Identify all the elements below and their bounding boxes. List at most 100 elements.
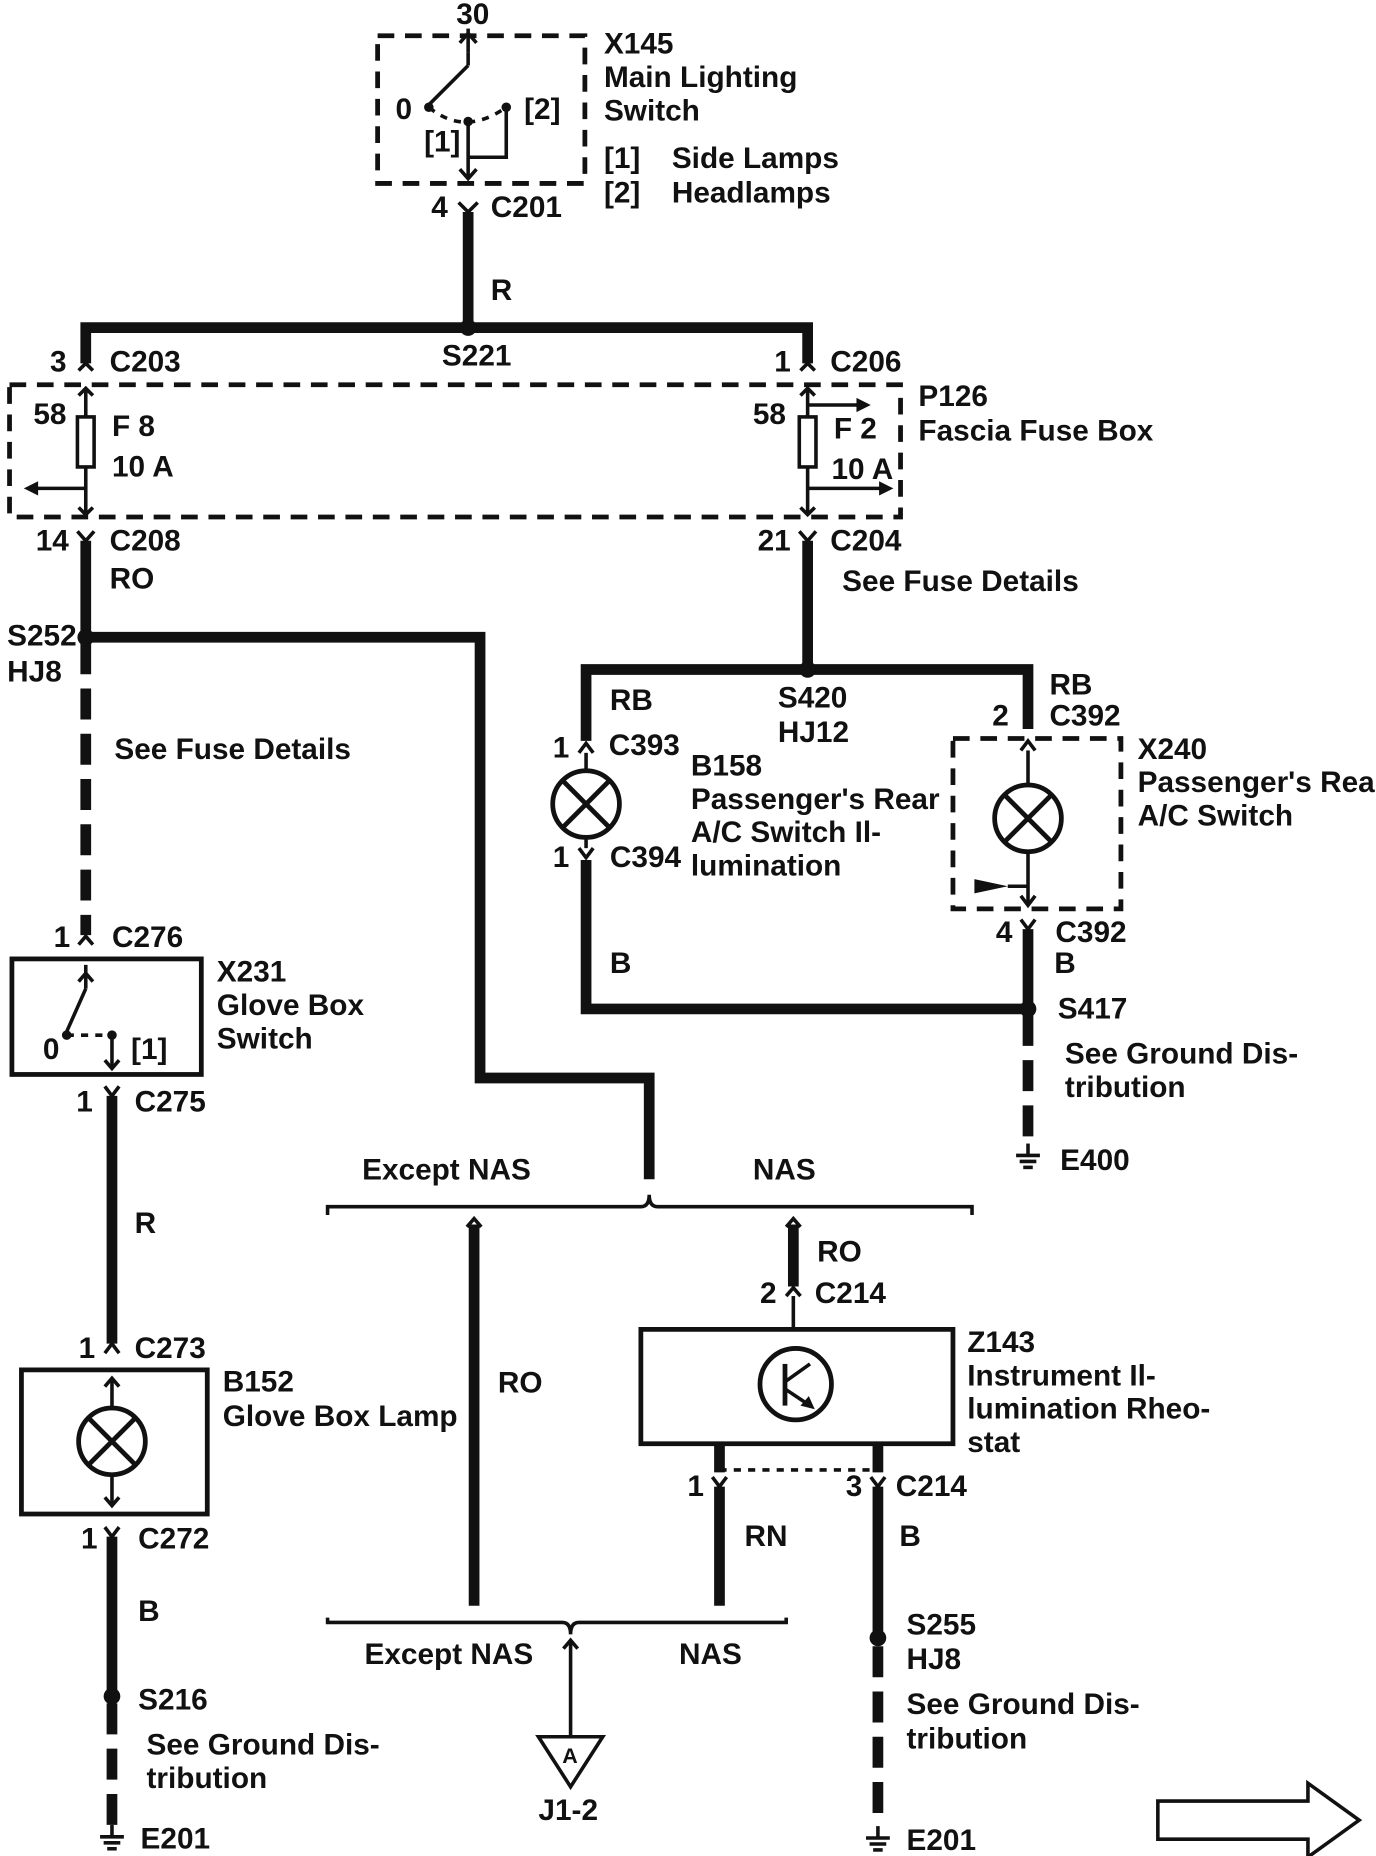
switch-x240: 2 C392 4 C392 X240 Passenger's Rear A/C … — [950, 699, 1376, 949]
c208-pin: 14 — [36, 524, 70, 557]
c206-label: C206 — [830, 346, 901, 379]
fuse-f8-pin: 58 — [33, 398, 66, 431]
c393-pin: 1 — [553, 732, 570, 765]
c276-label: C276 — [112, 921, 183, 954]
triangle-ref-icon — [535, 1734, 607, 1791]
ground-e201-left-icon — [100, 1824, 124, 1851]
c201-label: C201 — [491, 191, 562, 224]
connector-c214-top-icon — [784, 1284, 802, 1298]
splice-s417-label: S417 — [1058, 992, 1128, 1025]
connector-c393-icon — [577, 740, 595, 754]
glove-lamp-id: B152 — [223, 1365, 294, 1398]
note-fuse-details-left: See Fuse Details — [114, 733, 351, 766]
main-switch-pin-top: 30 — [456, 0, 489, 31]
connector-c206-icon — [799, 360, 817, 372]
ground-e201-left-label: E201 — [141, 1823, 211, 1856]
wire-s252-to-nas — [85, 631, 655, 1180]
c392-bottom-label: C392 — [1055, 916, 1126, 949]
main-switch-name-1: Main Lighting — [604, 61, 797, 94]
ground-e201-right-icon — [866, 1826, 890, 1852]
branch-bracket-upper — [325, 1194, 974, 1216]
connector-c208-icon — [76, 530, 96, 544]
c276-pin: 1 — [54, 921, 71, 954]
splice-s417 — [1019, 1000, 1037, 1018]
bus-s221 — [80, 322, 813, 364]
wire-b-s417-label: B — [1054, 947, 1076, 980]
wire-b-right-label: B — [610, 947, 632, 980]
glove-box-lamp: B152 Glove Box Lamp — [19, 1365, 458, 1517]
fuse-f2-rating: 10 A — [831, 453, 893, 486]
fuse-f2-pin: 58 — [753, 398, 786, 431]
c394-pin: 1 — [553, 841, 570, 874]
rheostat-name-2: lumination Rheo- — [967, 1393, 1210, 1426]
wire-rn-label: RN — [745, 1520, 788, 1553]
ground-e400-icon — [1016, 1143, 1040, 1170]
splice-s252-label: S252 — [7, 620, 77, 653]
splice-s221-label: S221 — [442, 340, 512, 373]
next-page-arrow-icon[interactable] — [1156, 1779, 1363, 1856]
x240-box — [950, 736, 1124, 912]
note-ground-s255-2: tribution — [907, 1723, 1028, 1756]
ground-e201-right-label: E201 — [907, 1824, 977, 1856]
arrow-left-icon — [23, 481, 39, 496]
note-ground-s417-1: See Ground Dis- — [1065, 1038, 1298, 1071]
branch-upper-nas: NAS — [753, 1153, 816, 1186]
c214-bottom-label: C214 — [896, 1470, 968, 1503]
connector-c203-icon — [77, 360, 95, 372]
main-lighting-switch: 30 0 [1] [2] X145 Main Lighting Switch [… — [375, 0, 839, 224]
connector-ref-marker: A — [562, 1744, 577, 1768]
switch-pos-1: [1] — [424, 125, 460, 158]
note-ground-s255-1: See Ground Dis- — [907, 1688, 1140, 1721]
connector-c204-icon — [797, 530, 818, 544]
note-ground-s216-1: See Ground Dis- — [147, 1729, 380, 1762]
note-ground-s417-2: tribution — [1065, 1071, 1186, 1104]
main-switch-name-2: Switch — [604, 94, 700, 127]
c272-pin: 1 — [81, 1523, 98, 1556]
connector-c275-icon — [103, 1085, 121, 1099]
connector-c272-icon — [103, 1526, 121, 1540]
legend-2-value: Headlamps — [672, 177, 831, 210]
connector-c201-icon — [457, 201, 479, 215]
connector-c276-icon — [77, 933, 95, 946]
main-switch-box — [375, 33, 588, 186]
note-ground-s216-2: tribution — [147, 1762, 268, 1795]
glove-switch-id: X231 — [217, 956, 287, 989]
connector-c273-icon — [103, 1340, 121, 1355]
splice-s255 — [869, 1629, 887, 1647]
connector-c394-icon — [577, 847, 595, 861]
branch-lower-nas: NAS — [679, 1638, 742, 1671]
rheostat-id: Z143 — [967, 1326, 1035, 1359]
c273-pin: 1 — [79, 1332, 96, 1365]
splice-s221 — [459, 319, 477, 336]
c275-label: C275 — [135, 1085, 206, 1118]
c203-pin: 3 — [50, 346, 67, 379]
main-switch-id: X145 — [604, 28, 674, 61]
branch-upper-except: Except NAS — [362, 1153, 531, 1186]
wire-b-glove-label: B — [138, 1595, 160, 1628]
c201-pin: 4 — [431, 191, 448, 224]
c393-label: C393 — [609, 729, 680, 762]
c208-label: C208 — [110, 524, 181, 557]
rheostat-name-3: stat — [967, 1426, 1020, 1459]
glove-box-switch: 0 [1] X231 Glove Box Switch — [9, 956, 365, 1077]
legend-1-value: Side Lamps — [672, 142, 839, 175]
c392-top-pin: 2 — [992, 699, 1009, 732]
c214-pin3: 3 — [846, 1470, 863, 1503]
splice-s252-loc: HJ8 — [7, 655, 62, 688]
c204-label: C204 — [830, 524, 902, 557]
c275-pin: 1 — [76, 1085, 93, 1118]
connector-ref-j1-2[interactable]: A J1-2 — [535, 1734, 607, 1827]
b158-name-1: Passenger's Rear — [691, 783, 940, 816]
connector-ref-label: J1-2 — [538, 1794, 598, 1827]
glove-switch-name-1: Glove Box — [217, 989, 365, 1022]
wire-ro-except-label: RO — [498, 1367, 543, 1400]
splice-s420-label: S420 — [778, 682, 848, 715]
c392-top-label: C392 — [1049, 699, 1120, 732]
fuse-f8-name: F 8 — [112, 410, 155, 443]
splice-s255-loc: HJ8 — [907, 1643, 962, 1676]
fuse-f8-icon — [75, 415, 96, 469]
switch-blade-icon — [427, 64, 470, 107]
branch-bracket-lower — [325, 1617, 788, 1635]
splice-s216-label: S216 — [138, 1683, 208, 1716]
wire-rb-right-label: RB — [1049, 668, 1092, 701]
